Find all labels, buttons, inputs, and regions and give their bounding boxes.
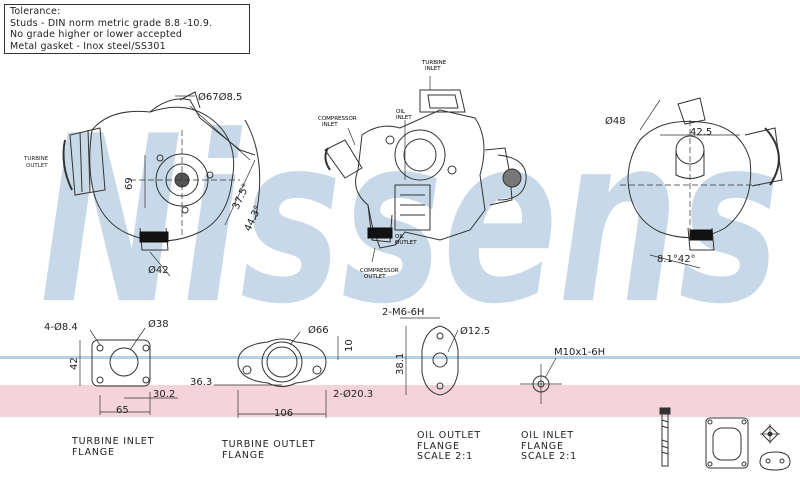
caption-line: SCALE 2:1 — [417, 451, 473, 462]
caption-line: TURBINE OUTLET — [222, 439, 316, 450]
caption-oil-outlet-flange: OIL OUTLET FLANGE SCALE 2:1 — [417, 430, 481, 463]
tolerance-line: Studs - DIN norm metric grade 8.8 -10.9. — [10, 17, 213, 29]
dim-left-d5: Ø42 — [148, 264, 169, 276]
flange-turbine-outlet-drawing — [214, 331, 339, 418]
turbo-view-left — [62, 91, 261, 277]
tolerance-note: Tolerance: Studs - DIN norm metric grade… — [4, 4, 250, 54]
label-turbine-outlet-1: TURBINE — [23, 156, 49, 162]
dim-ti-height: 42 — [69, 357, 80, 370]
tolerance-line: Tolerance: — [10, 6, 61, 17]
dim-right-d2: 42.5 — [690, 127, 712, 138]
dim-to-bore: Ø66 — [308, 324, 329, 336]
caption-line: SCALE 2:1 — [521, 451, 577, 462]
dim-left-d2: 69 — [124, 177, 135, 190]
caption-oil-inlet-flange: OIL INLET FLANGE SCALE 2:1 — [521, 430, 577, 463]
label-turbine-inlet-1: TURBINE — [421, 60, 447, 66]
caption-line: FLANGE — [417, 440, 460, 452]
caption-line: FLANGE — [521, 440, 564, 452]
label-turbine-inlet-2: INLET — [425, 66, 441, 72]
dim-right-d3: 8.1°42° — [657, 254, 696, 265]
dim-ti-bore: Ø38 — [148, 318, 169, 330]
dim-oi-thread: M10x1-6H — [554, 347, 605, 358]
tolerance-line: No grade higher or lower accepted — [10, 29, 183, 41]
caption-line: FLANGE — [222, 449, 265, 461]
dim-oo-height: 38.1 — [395, 353, 406, 375]
dim-to-offset: 36.3 — [190, 377, 212, 388]
dim-oo-bore: Ø12.5 — [460, 325, 490, 337]
caption-turbine-outlet-flange: TURBINE OUTLET FLANGE — [222, 439, 316, 461]
label-oil-inlet-1: OIL — [396, 109, 406, 115]
label-compressor-inlet-1: COMPRESSOR — [318, 116, 357, 122]
caption-line: TURBINE INLET — [72, 436, 155, 447]
stud-bolt-icon — [659, 407, 671, 467]
label-compressor-outlet-2: OUTLET — [364, 274, 386, 280]
label-compressor-outlet-1: COMPRESSOR — [360, 268, 399, 274]
dim-to-height: 10 — [344, 339, 355, 352]
caption-line: OIL OUTLET — [417, 430, 481, 441]
watermark-line — [0, 356, 800, 359]
dim-ti-offset: 30.2 — [153, 389, 175, 400]
caption-turbine-inlet-flange: TURBINE INLET FLANGE — [72, 436, 155, 458]
dim-to-holes: 2-Ø20.3 — [333, 388, 373, 400]
flange-oil-outlet-drawing — [400, 317, 459, 396]
nut-icon — [759, 424, 791, 471]
dim-to-width: 106 — [274, 408, 293, 419]
flange-oil-inlet-drawing — [520, 357, 562, 404]
turbo-view-right — [620, 97, 783, 269]
dim-ti-holes: 4-Ø8.4 — [44, 321, 78, 333]
dim-left-d1: Ø67Ø8.5 — [198, 91, 242, 103]
tolerance-line: Metal gasket - Inox steel/SS301 — [10, 40, 166, 52]
label-turbine-outlet-2: OUTLET — [26, 163, 48, 169]
flange-turbine-inlet-drawing — [79, 327, 178, 415]
label-oil-outlet-2: OUTLET — [395, 240, 417, 246]
dim-oo-studs: 2-M6-6H — [382, 307, 424, 318]
caption-line: FLANGE — [72, 446, 115, 458]
dim-ti-width: 65 — [116, 405, 129, 416]
gasket-icon — [705, 417, 749, 469]
dim-right-d1: Ø48 — [605, 115, 626, 127]
caption-line: OIL INLET — [521, 430, 574, 441]
label-oil-outlet-1: OIL — [395, 234, 405, 240]
label-compressor-inlet-2: INLET — [322, 122, 338, 128]
label-oil-inlet-2: INLET — [396, 115, 412, 121]
turbo-view-center — [324, 76, 527, 263]
